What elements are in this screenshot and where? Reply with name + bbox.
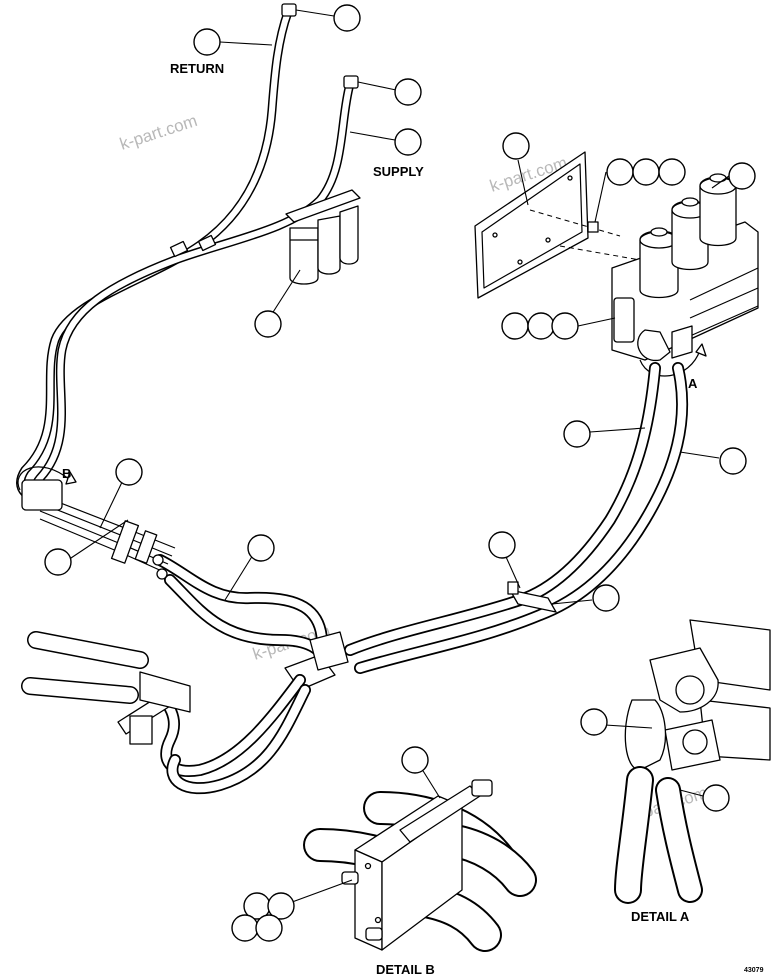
callout-6 xyxy=(606,158,634,186)
detail-b-label: DETAIL B xyxy=(376,962,435,977)
callout-22 xyxy=(702,784,730,812)
detail-b-view: DETAIL B xyxy=(303,779,537,977)
watermarks: k-part.com k-part.com k-part.com k-part.… xyxy=(117,111,709,826)
callout-2 xyxy=(333,4,361,32)
detail-a-view: DETAIL A xyxy=(614,619,771,924)
lower-left-block xyxy=(21,631,191,745)
callout-27 xyxy=(255,914,283,942)
steel-lines xyxy=(17,466,176,580)
callout-19 xyxy=(488,531,516,559)
callout-26 xyxy=(231,914,259,942)
return-supply-lines xyxy=(16,3,359,510)
callout-balloons xyxy=(44,4,756,942)
callout-12 xyxy=(527,312,555,340)
filter-manifold xyxy=(611,173,759,377)
supply-label: SUPPLY xyxy=(373,164,424,179)
callout-1 xyxy=(193,28,221,56)
callout-9 xyxy=(728,162,756,190)
callout-3 xyxy=(394,78,422,106)
text-labels: RETURN SUPPLY A B 43079 xyxy=(62,61,764,974)
right-hoses xyxy=(344,362,689,674)
callout-7 xyxy=(632,158,660,186)
callout-16 xyxy=(115,458,143,486)
detail-a-label: DETAIL A xyxy=(631,909,690,924)
callout-14 xyxy=(563,420,591,448)
callout-10 xyxy=(254,310,282,338)
drawing-number: 43079 xyxy=(744,967,764,974)
callout-23 xyxy=(401,746,429,774)
view-b-label: B xyxy=(62,466,71,481)
callout-17 xyxy=(44,548,72,576)
callout-13 xyxy=(551,312,579,340)
callout-5 xyxy=(502,132,530,160)
callout-21 xyxy=(580,708,608,736)
callout-8 xyxy=(658,158,686,186)
view-a-label: A xyxy=(688,376,698,391)
small-filter-assembly xyxy=(285,189,361,285)
watermark-1: k-part.com xyxy=(117,111,199,154)
return-label: RETURN xyxy=(170,61,224,76)
center-hoses xyxy=(144,554,349,795)
callout-20 xyxy=(592,584,620,612)
mounting-plate xyxy=(474,151,641,299)
callout-25 xyxy=(267,892,295,920)
leader-lines xyxy=(67,9,730,906)
callout-11 xyxy=(501,312,529,340)
callout-18 xyxy=(247,534,275,562)
callout-4 xyxy=(394,128,422,156)
callout-15 xyxy=(719,447,747,475)
